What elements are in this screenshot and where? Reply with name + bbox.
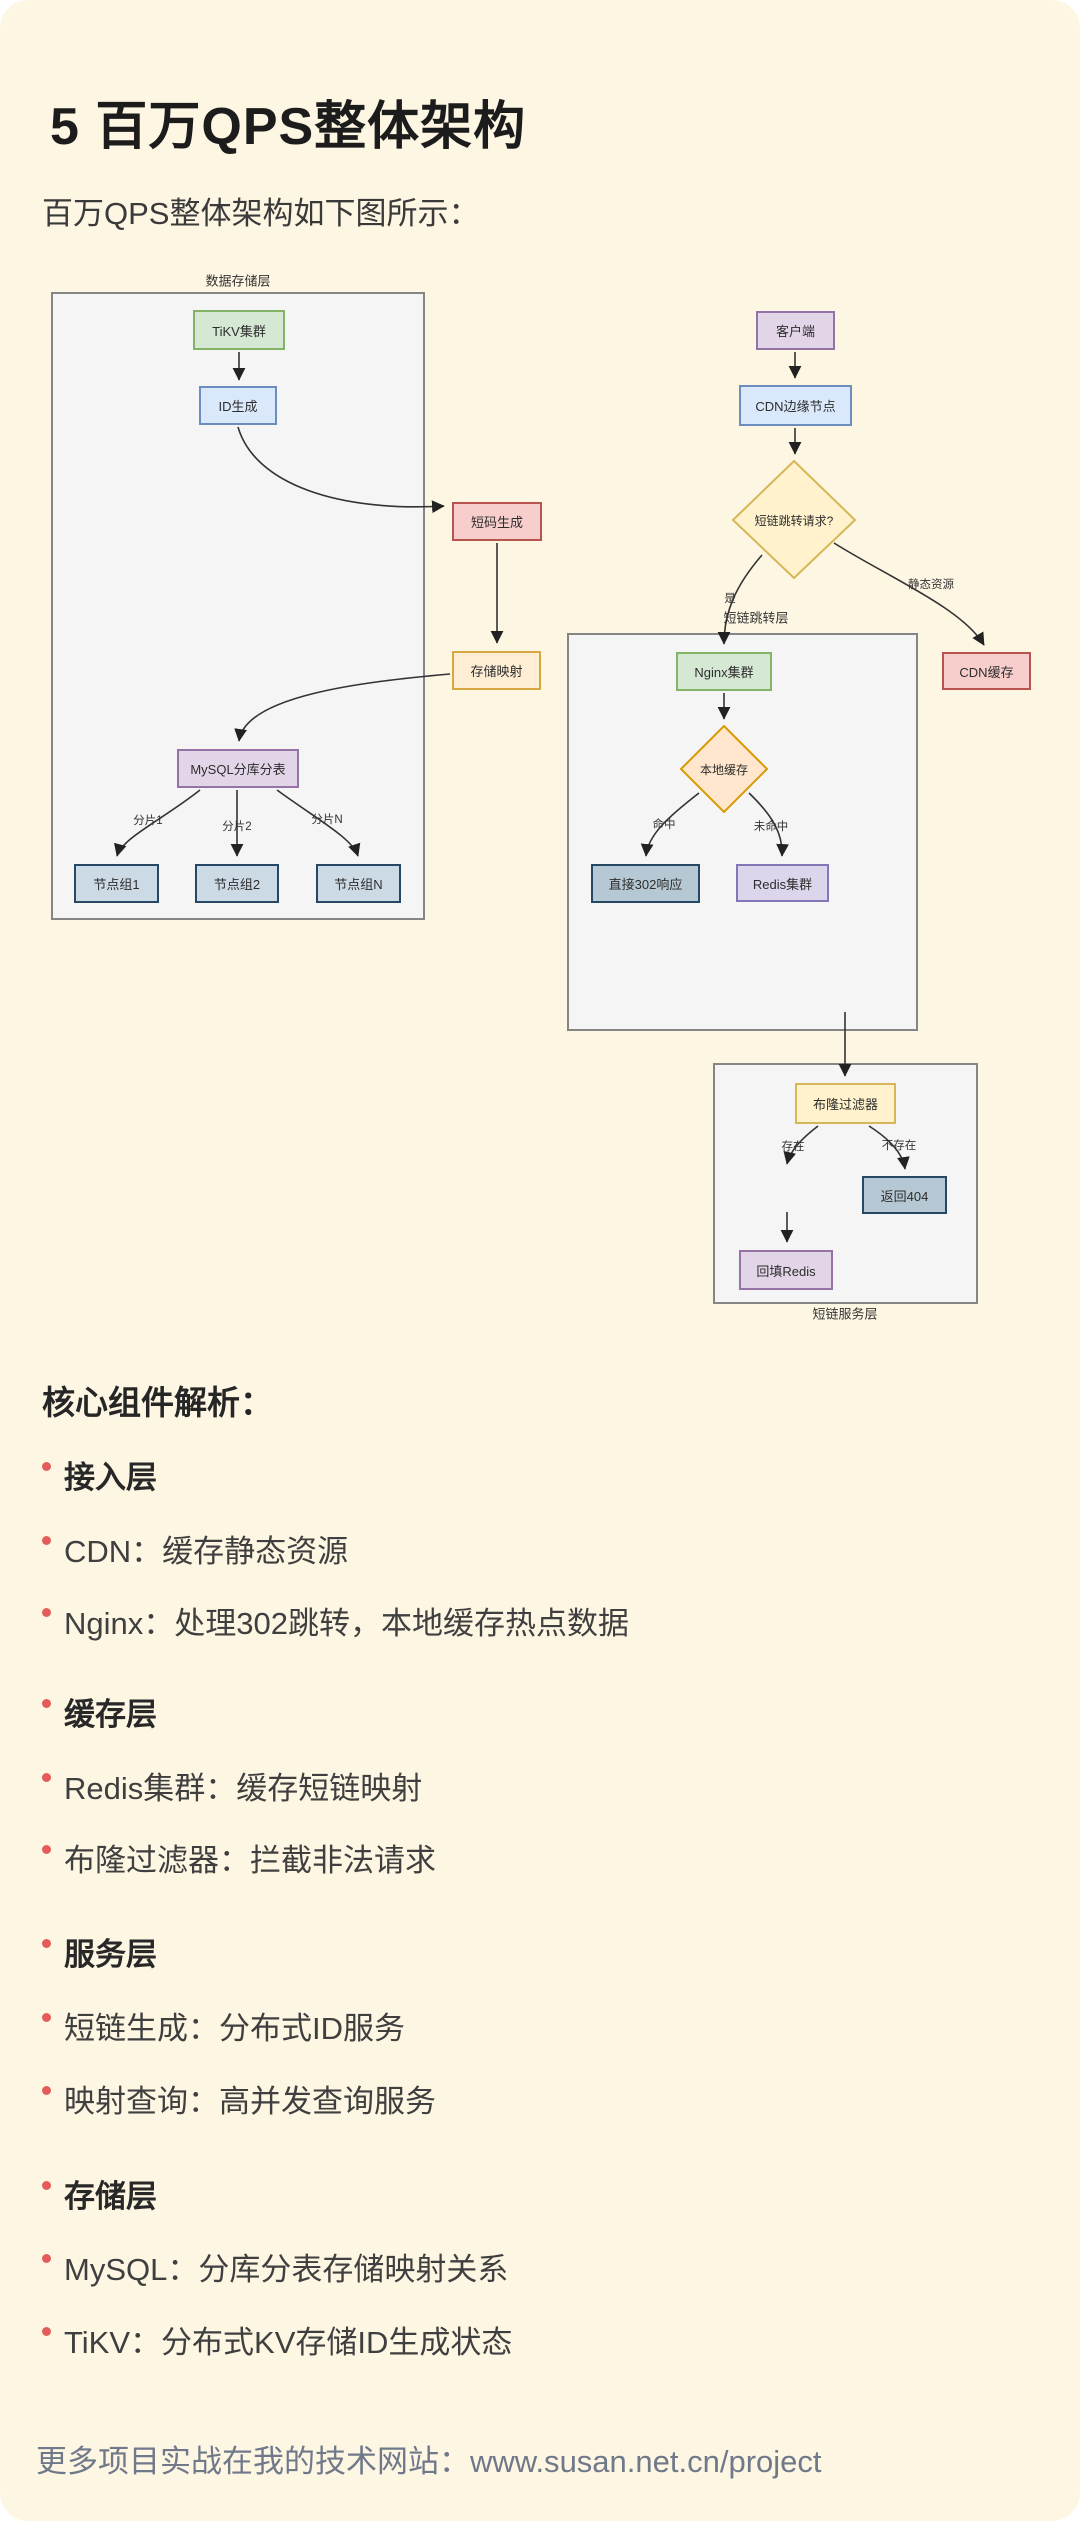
- node-client: 客户端: [756, 311, 835, 350]
- node-id-generation: ID生成: [199, 386, 277, 425]
- node-bloom-filter: 布隆过滤器: [795, 1083, 896, 1124]
- node-tikv-cluster: TiKV集群: [193, 310, 285, 350]
- bullet-dot: [42, 1845, 51, 1854]
- edge-label-not-exists: 不存在: [881, 1140, 917, 1152]
- edge-label-yes: 是: [724, 593, 736, 605]
- edge-label-hit: 命中: [652, 819, 676, 831]
- bullet-dot: [42, 1608, 51, 1617]
- page-subtitle: 百万QPS整体架构如下图所示：: [42, 196, 480, 231]
- analysis-item-tikv: TiKV：分布式KV存储ID生成状态: [64, 2325, 513, 2360]
- node-storage-mapping: 存储映射: [452, 651, 541, 690]
- edge-label-exists: 存在: [781, 1141, 805, 1153]
- container-label-data-storage: 数据存储层: [205, 273, 271, 289]
- node-mysql-sharding: MySQL分库分表: [177, 749, 299, 788]
- bullet-dot: [42, 1939, 51, 1948]
- node-cdn-edge: CDN边缘节点: [739, 385, 852, 426]
- bullet-dot: [42, 2181, 51, 2190]
- decision-redirect-check-label: 短链跳转请求?: [754, 513, 834, 528]
- analysis-item-mysql: MySQL：分库分表存储映射关系: [64, 2252, 509, 2287]
- node-backfill-redis: 回填Redis: [739, 1250, 833, 1290]
- edge-label-shardN: 分片N: [311, 814, 343, 826]
- analysis-item-redis: Redis集群：缓存短链映射: [64, 1771, 423, 1806]
- edge-label-shard1: 分片1: [133, 815, 163, 827]
- footer-site-link: 更多项目实战在我的技术网站：www.susan.net.cn/project: [36, 2444, 822, 2479]
- bullet-dot: [42, 2013, 51, 2022]
- node-group-n: 节点组N: [316, 864, 401, 903]
- edge-label-shard2: 分片2: [222, 821, 252, 833]
- edge-label-miss: 未命中: [753, 821, 789, 833]
- node-group-2: 节点组2: [195, 864, 279, 903]
- node-direct-302: 直接302响应: [591, 864, 700, 903]
- analysis-group-title-access: 接入层: [64, 1460, 157, 1495]
- bullet-dot: [42, 2254, 51, 2263]
- node-group-1: 节点组1: [74, 864, 159, 903]
- bullet-dot: [42, 1536, 51, 1545]
- node-return-404: 返回404: [862, 1176, 947, 1214]
- analysis-item-shortlink-gen: 短链生成：分布式ID服务: [64, 2011, 405, 2046]
- edge-check-cdncache: [833, 542, 985, 646]
- node-cdn-cache: CDN缓存: [942, 652, 1031, 690]
- analysis-group-title-service: 服务层: [64, 1937, 157, 1972]
- analysis-item-mapping-query: 映射查询：高并发查询服务: [64, 2084, 436, 2119]
- container-redirect-layer: [567, 633, 918, 1031]
- node-nginx-cluster: Nginx集群: [676, 652, 772, 691]
- node-redis-cluster: Redis集群: [736, 864, 829, 902]
- edge-label-static-resource: 静态资源: [908, 579, 954, 591]
- container-label-redirect: 短链跳转层: [723, 610, 789, 626]
- decision-local-cache-label: 本地缓存: [699, 762, 748, 777]
- container-label-service: 短链服务层: [812, 1306, 878, 1322]
- bullet-dot: [42, 2086, 51, 2095]
- bullet-dot: [42, 1699, 51, 1708]
- analysis-item-bloom: 布隆过滤器：拦截非法请求: [64, 1843, 436, 1878]
- bullet-dot: [42, 1462, 51, 1471]
- analysis-heading: 核心组件解析：: [42, 1384, 273, 1421]
- page-title: 5 百万QPS整体架构: [50, 98, 527, 156]
- bullet-dot: [42, 2327, 51, 2336]
- analysis-group-title-cache: 缓存层: [64, 1697, 157, 1732]
- analysis-item-nginx: Nginx：处理302跳转，本地缓存热点数据: [64, 1606, 629, 1641]
- analysis-item-cdn: CDN：缓存静态资源: [64, 1534, 349, 1569]
- node-shortcode-generation: 短码生成: [452, 502, 542, 541]
- bullet-dot: [42, 1773, 51, 1782]
- analysis-group-title-storage: 存储层: [64, 2179, 157, 2214]
